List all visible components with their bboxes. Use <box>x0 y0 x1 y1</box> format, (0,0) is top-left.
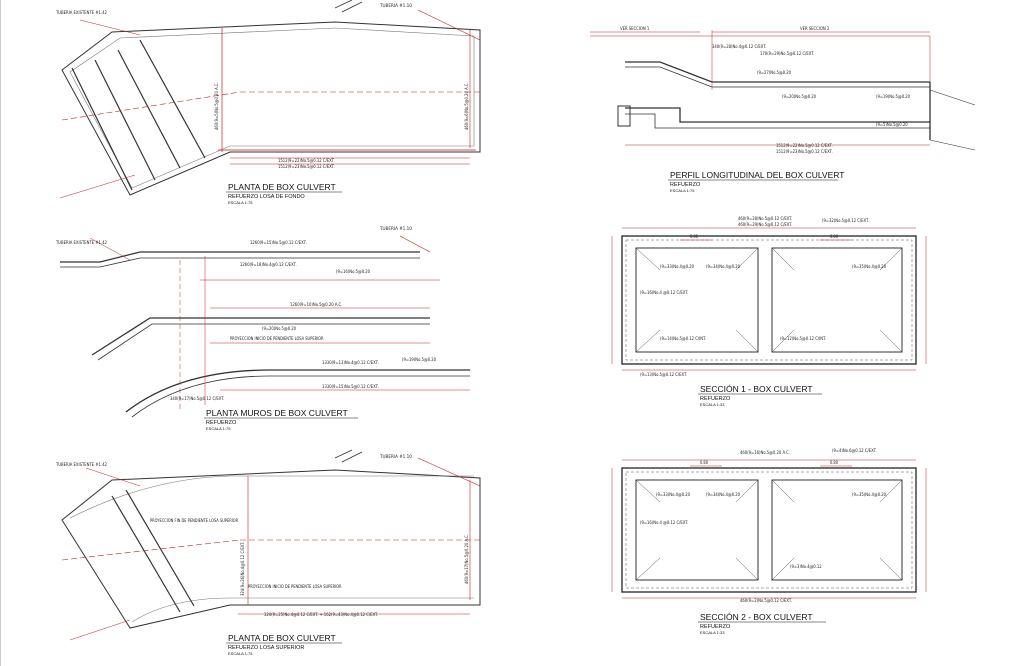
note-proy-fin: PROYECCION FIN DE PENDIENTE LOSA SUPERIO… <box>150 518 239 523</box>
label-p3-h: (9=19)No.5@0.20 <box>402 357 437 362</box>
label-p3-d: 1260(9=10)No.5@0.20 A.C. <box>290 302 342 307</box>
subtitle-p2: REFUERZO <box>670 182 701 188</box>
title-p2: PERFIL LONGITUDINAL DEL BOX CULVERT <box>670 170 844 180</box>
scale-p1: ESCALA 1:75 <box>228 200 253 205</box>
label-p6-h: (9=3)No.4@0.12 <box>790 564 822 569</box>
scale-p2: ESCALA 1:75 <box>670 188 695 193</box>
label-p1-c: 460(9=5)No.5@0.20 A.C. <box>214 82 219 130</box>
label-p1-a: 1512(9=22)No.5@0.12 C/EXT. <box>278 158 335 163</box>
label-p3-g: 1330(9=15)No.5@0.12 C/EXT. <box>322 384 379 389</box>
label-p2-a: 340(9=28)No.4@0.12 C/EXT. <box>712 44 766 49</box>
label-p4-d: (9=33)No.4@0.20 <box>660 264 695 269</box>
label-p4-f: (9=35)No.4@0.20 <box>852 264 887 269</box>
label-p2-e: (9=19)No.5@0.20 <box>876 94 911 99</box>
label-p4-j: (9=12)No.5@0.12 C/INT. <box>780 336 826 341</box>
dim-080-b: 0.80 <box>830 234 839 239</box>
label-p3-c: (9=16)No.5@0.20 <box>336 269 371 274</box>
label-p4-a: 460(9=28)No.5@0.12 C/EXT. <box>738 216 792 221</box>
label-p3-e: (9=20)No.5@0.20 <box>262 326 297 331</box>
label-p4-i: (9=13)No.5@0.12 C/EXT. <box>640 372 687 377</box>
label-p6-e: (9=35)No.4@0.20 <box>852 492 887 497</box>
scale-p4: ESCALA 1:33 <box>700 402 725 407</box>
label-p4-e: (9=34)No.4@0.20 <box>706 264 741 269</box>
note-tuberia-existente-3: TUBERIA EXISTENTE #1.42 <box>55 462 108 467</box>
label-p6-d: (9=34)No.4@0.20 <box>706 492 741 497</box>
panel-perfil-longitudinal: VER SECCION 1 VER SECCION 2 340(9=28)No.… <box>590 26 976 193</box>
panel-seccion-1: 0.80 0.80 460(9=28)No.5@0.12 C/EXT. 460(… <box>611 216 927 407</box>
label-p6-c: (9=33)No.4@0.20 <box>656 492 691 497</box>
label-p3-i: 340(9=17)No.5@0.12 C/EXT. <box>170 396 224 401</box>
panel-planta-losa-fondo: TUBERIA #1.10 TUBERIA EXISTENTE #1.42 15… <box>55 0 481 205</box>
label-p3-a: 1260(9=15)No.5@0.12 C/EXT. <box>250 240 307 245</box>
title-p5: PLANTA DE BOX CULVERT <box>228 633 336 643</box>
title-p3: PLANTA MUROS DE BOX CULVERT <box>206 408 348 418</box>
label-p6-g: 460(9=2)No.5@0.12 C/EXT. <box>740 598 792 603</box>
label-p4-c: (9=32)No.5@0.12 C/EXT. <box>822 218 869 223</box>
label-p2-g: 1512(9=22)No.5@0.12 C/EXT. <box>776 143 833 148</box>
note-tuberia-1: TUBERIA #1.10 <box>379 3 412 9</box>
scale-p3: ESCALA 1:75 <box>206 426 231 431</box>
dim-080-a: 0.80 <box>690 234 699 239</box>
label-p4-b: 460(9=29)No.5@0.12 C/EXT. <box>738 222 792 227</box>
dim-080-d: 0.80 <box>830 460 839 465</box>
label-p4-h: (9=14)No.5@0.12 C/INT. <box>660 336 706 341</box>
note-perfil-2: VER SECCION 2 <box>800 26 830 31</box>
label-p2-b: 170(9=29)No.5@0.12 C/EXT. <box>760 51 814 56</box>
label-p5-a: 324(9=25)No.4@0.12 C/EXT. + 162(9=43)No.… <box>264 612 378 617</box>
label-p5-b: 324(9=26)No.4@0.12 C/EXT. <box>240 542 245 596</box>
panel-planta-muros: TUBERIA #1.10 TUBERIA EXISTENTE #1.42 12… <box>55 226 470 431</box>
label-p2-d: (9=20)No.5@0.20 <box>782 94 817 99</box>
scale-p5: ESCALA 1:75 <box>228 651 253 656</box>
title-p1: PLANTA DE BOX CULVERT <box>228 182 336 192</box>
subtitle-p3: REFUERZO <box>206 420 237 426</box>
dim-080-c: 0.80 <box>700 460 709 465</box>
subtitle-p6: REFUERZO <box>700 624 731 630</box>
label-p4-g: (9=16)No.4 @0.12 C/EXT. <box>640 290 688 295</box>
label-p6-a: 460(9=16)No.5@0.20 A.C. <box>740 450 790 455</box>
subtitle-p4: REFUERZO <box>700 396 731 402</box>
label-p1-b: 1512(9=23)No.5@0.12 C/EXT. <box>278 164 335 169</box>
note-perfil-1: VER SECCION 1 <box>620 26 650 31</box>
note-tuberia-2: TUBERIA #1.10 <box>379 226 412 232</box>
title-p4: SECCIÓN 1 - BOX CULVERT <box>700 384 813 394</box>
subtitle-p5: REFUERZO LOSA SUPERIOR <box>228 645 304 651</box>
label-p2-h: 1512(9=23)No.5@0.12 C/EXT. <box>776 149 833 154</box>
label-p6-f: (9=16)No.4 @0.12 C/EXT. <box>640 520 688 525</box>
title-p6: SECCIÓN 2 - BOX CULVERT <box>700 612 813 622</box>
note-tuberia-3: TUBERIA #1.10 <box>379 454 412 460</box>
note-proy-inicio: PROYECCION INICIO DE PENDIENTE LOSA SUPE… <box>230 336 324 341</box>
panel-planta-losa-superior: TUBERIA #1.10 TUBERIA EXISTENTE #1.42 PR… <box>55 449 481 656</box>
label-p6-b: (9=4)No.6@0.12 C/EXT. <box>832 448 877 453</box>
label-p2-f: (9=5)No.5@0.20 <box>876 122 908 127</box>
label-p2-c: (9=27)No.5@0.20 <box>757 70 792 75</box>
note-tuberia-existente-1: TUBERIA EXISTENTE #1.42 <box>55 10 108 15</box>
label-p1-d: 460(9=6)No.5@0.20 A.C. <box>464 82 469 130</box>
scale-p6: ESCALA 1:33 <box>700 630 725 635</box>
note-proy-inicio-2: PROYECCION INICIO DE PENDIENTE LOSA SUPE… <box>248 584 342 589</box>
label-p5-c: 460(9=17)No.5@0.20 A.C. <box>464 534 469 584</box>
label-p3-f: 1330(9=13)No.4@0.12 C/EXT. <box>322 360 379 365</box>
note-tuberia-existente-2: TUBERIA EXISTENTE #1.42 <box>55 240 108 245</box>
label-p3-b: 1260(9=18)No.4@0.12 C/EXT. <box>240 262 297 267</box>
panel-seccion-2: 0.80 0.80 460(9=16)No.5@0.20 A.C. (9=4)N… <box>611 448 927 635</box>
subtitle-p1: REFUERZO LOSA DE FONDO <box>228 194 305 200</box>
